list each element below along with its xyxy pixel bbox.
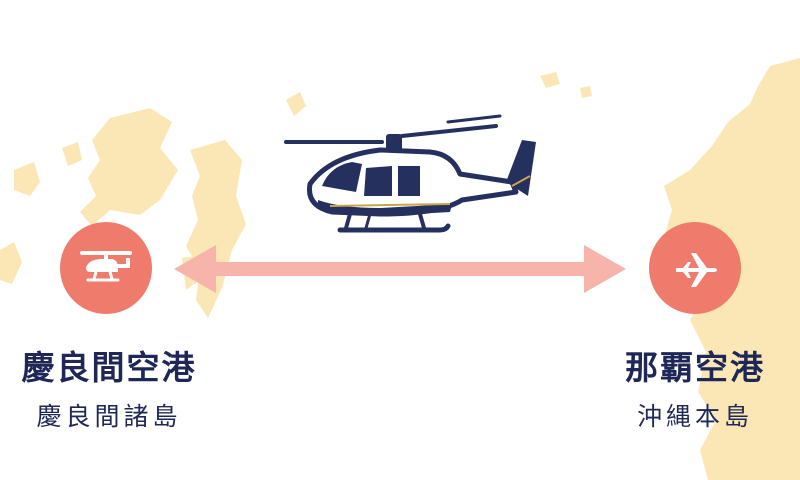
destination-island-name: 沖縄本島 <box>636 402 753 431</box>
destination-badge <box>649 222 741 314</box>
destination-airport: 那覇空港 沖縄本島 <box>600 222 790 432</box>
route-arrow <box>174 245 626 293</box>
origin-island-name: 慶良間諸島 <box>36 402 182 431</box>
kerama-islands-land <box>0 72 592 318</box>
destination-airport-name: 那覇空港 <box>625 348 765 387</box>
airplane-icon <box>676 253 717 287</box>
origin-airport-name: 慶良間空港 <box>21 348 197 387</box>
origin-badge <box>60 222 152 314</box>
helicopter-icon <box>80 251 132 282</box>
helicopter-illustration <box>284 114 536 233</box>
origin-airport: 慶良間空港 慶良間諸島 <box>0 222 218 432</box>
